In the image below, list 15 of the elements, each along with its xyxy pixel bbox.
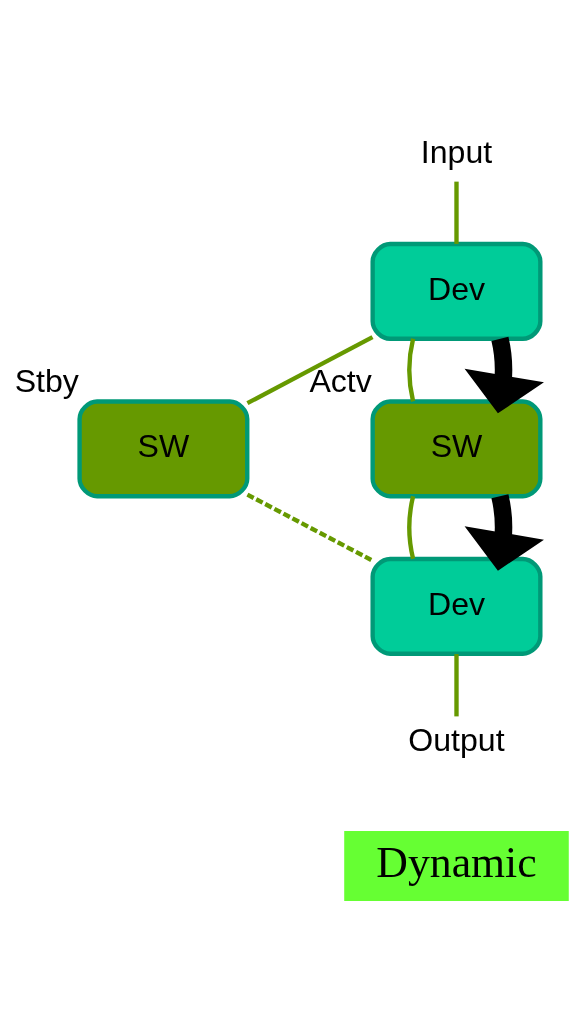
connector <box>407 495 416 560</box>
node-text: Input <box>420 134 493 171</box>
node-box: SW <box>77 399 250 499</box>
connector <box>246 492 374 563</box>
connector <box>454 181 459 244</box>
node-text: Output <box>408 721 505 758</box>
node-box: SW <box>370 399 543 499</box>
node-label: Actv <box>309 363 372 400</box>
node-label: Stby <box>14 363 79 400</box>
node-box: Dev <box>370 241 543 341</box>
node-box: Dev <box>370 556 543 656</box>
connector <box>246 335 374 406</box>
connector <box>407 338 416 402</box>
node-box: Dynamic <box>344 830 569 901</box>
connector <box>454 654 459 717</box>
